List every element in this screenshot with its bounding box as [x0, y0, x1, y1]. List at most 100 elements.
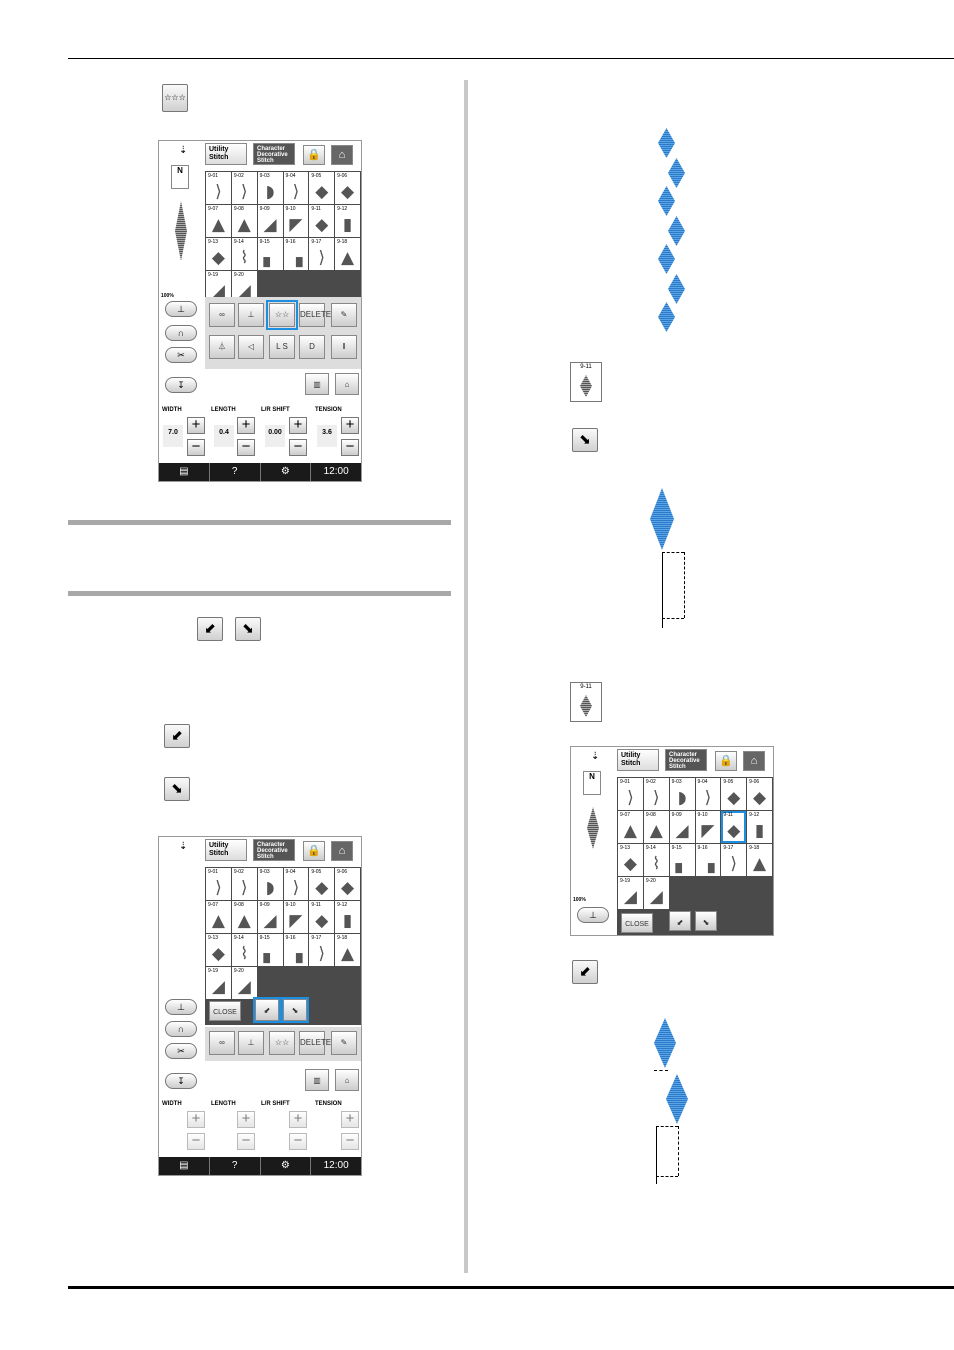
pattern-cell[interactable]: 9-15▖ — [257, 934, 283, 966]
delete-button[interactable]: DELETE — [299, 303, 331, 327]
lr-shift-minus-button[interactable]: − — [289, 439, 307, 456]
pattern-cell[interactable]: 9-01⟩ — [206, 172, 231, 204]
density-button[interactable]: D — [299, 335, 325, 359]
arrow-down-right-button[interactable]: ⬊ — [281, 997, 309, 1023]
pattern-cell[interactable]: 9-17⟩ — [309, 934, 335, 966]
arrow-down-right-button[interactable]: ⬊ — [572, 428, 598, 452]
needle-button[interactable]: ↧ — [165, 377, 197, 393]
pattern-cell[interactable]: 9-12▮ — [335, 205, 360, 237]
pattern-cell[interactable]: 9-08▲ — [643, 811, 669, 843]
pattern-cell[interactable]: 9-02⟩ — [643, 778, 669, 810]
pattern-cell[interactable]: 9-03◗ — [257, 868, 283, 900]
pattern-cell[interactable]: 9-06◆ — [335, 172, 360, 204]
pattern-cell[interactable]: 9-05◆ — [309, 868, 335, 900]
help-icon[interactable]: ? — [208, 463, 260, 481]
arrow-down-right-button[interactable]: ⬊ — [235, 617, 261, 641]
pattern-cell[interactable]: 9-09◢ — [257, 901, 283, 933]
pattern-cell[interactable]: 9-07▲ — [206, 205, 231, 237]
pattern-cell[interactable]: 9-19◢ — [618, 877, 643, 909]
pattern-cell[interactable]: 9-10◤ — [695, 811, 721, 843]
pattern-cell[interactable]: 9-16▗ — [695, 844, 721, 876]
tension-plus-button[interactable]: + — [341, 417, 359, 434]
pattern-cell[interactable]: 9-07▲ — [618, 811, 643, 843]
pattern-cell[interactable]: 9-20◢ — [643, 877, 669, 909]
pattern-cell[interactable]: 9-15▖ — [257, 238, 283, 270]
pattern-cell[interactable]: 9-06◆ — [335, 868, 360, 900]
mirror-button[interactable]: ∞ — [209, 1031, 235, 1055]
manual-icon[interactable]: ▤ — [179, 1160, 189, 1171]
pattern-cell[interactable]: 9-17⟩ — [309, 238, 335, 270]
settings-icon[interactable]: ⚙ — [259, 463, 311, 481]
arrow-down-left-button[interactable]: ⬋ — [253, 997, 281, 1023]
presser-foot-button[interactable]: ⊥ — [165, 301, 197, 317]
pattern-cell[interactable]: 9-13◆ — [206, 934, 231, 966]
pattern-cell[interactable]: 9-12▮ — [335, 901, 360, 933]
home-button[interactable]: ⌂ — [331, 841, 353, 861]
pattern-cell[interactable]: 9-09◢ — [257, 205, 283, 237]
pattern-repeat-button[interactable]: ☆☆ — [269, 1031, 295, 1055]
pattern-cell[interactable]: 9-02⟩ — [231, 172, 257, 204]
pattern-cell[interactable]: 9-12▮ — [747, 811, 772, 843]
pattern-cell[interactable]: 9-16▗ — [283, 934, 309, 966]
mirror-button[interactable]: ∞ — [209, 303, 235, 327]
length-minus-button[interactable]: − — [237, 439, 255, 456]
memory-button[interactable]: ▥ — [305, 1069, 329, 1091]
pocket-button[interactable]: ⌂ — [335, 1069, 359, 1091]
pattern-cell[interactable]: 9-14⌇ — [231, 238, 257, 270]
delete-button[interactable]: DELETE — [299, 1031, 331, 1055]
pattern-cell[interactable]: 9-14⌇ — [643, 844, 669, 876]
pattern-cell[interactable]: 9-10◤ — [283, 205, 309, 237]
flip-horizontal-button[interactable]: ◁ — [238, 335, 264, 359]
presser-foot-button[interactable]: ⊥ — [577, 907, 609, 923]
settings-icon[interactable]: ⚙ — [259, 1157, 311, 1175]
lock-button[interactable]: 🔒 — [715, 751, 737, 771]
width-minus-button[interactable]: − — [187, 439, 205, 456]
memory-button[interactable]: ▥ — [305, 373, 329, 395]
flip-vertical-button[interactable]: ⏃ — [209, 335, 235, 359]
tension-minus-button[interactable]: − — [341, 439, 359, 456]
close-button[interactable]: CLOSE — [621, 913, 653, 933]
arrow-down-left-button[interactable]: ⬋ — [572, 960, 598, 984]
lock-button[interactable]: 🔒 — [303, 145, 325, 165]
pattern-cell[interactable]: 9-20◢ — [231, 967, 257, 999]
pattern-cell[interactable]: 9-04⟩ — [283, 868, 309, 900]
arrow-down-right-button[interactable]: ⬊ — [695, 911, 717, 931]
elongation-button[interactable]: ⊥ — [238, 1031, 264, 1055]
pattern-cell[interactable]: 9-07▲ — [206, 901, 231, 933]
arrow-down-left-button[interactable]: ⬋ — [164, 724, 190, 748]
lock-button[interactable]: 🔒 — [303, 841, 325, 861]
tab-utility-stitch[interactable]: Utility Stitch — [205, 143, 247, 165]
pattern-cell[interactable]: 9-14⌇ — [231, 934, 257, 966]
edit-pen-button[interactable]: ✎ — [331, 303, 357, 327]
pattern-cell[interactable]: 9-16▗ — [283, 238, 309, 270]
pattern-cell[interactable]: 9-09◢ — [669, 811, 695, 843]
pattern-cell[interactable]: 9-03◗ — [669, 778, 695, 810]
pattern-cell[interactable]: 9-11◆ — [309, 901, 335, 933]
pattern-cell[interactable]: 9-19◢ — [206, 967, 231, 999]
pattern-cell[interactable]: 9-04⟩ — [695, 778, 721, 810]
edit-pen-button[interactable]: ✎ — [331, 1031, 357, 1055]
width-plus-button[interactable]: + — [187, 417, 205, 434]
pattern-repeat-button[interactable]: ☆☆ — [266, 300, 298, 330]
pattern-cell[interactable]: 9-06◆ — [747, 778, 772, 810]
twin-needle-button[interactable]: ‖ — [331, 335, 357, 359]
tab-utility-stitch[interactable]: Utility Stitch — [205, 839, 247, 861]
tab-character-decorative-stitch[interactable]: Character Decorative Stitch — [253, 143, 295, 165]
pattern-cell[interactable]: 9-18▲ — [335, 934, 360, 966]
tab-utility-stitch[interactable]: Utility Stitch — [617, 749, 659, 771]
pattern-cell[interactable]: 9-03◗ — [257, 172, 283, 204]
pattern-cell[interactable]: 9-01⟩ — [618, 778, 643, 810]
close-button[interactable]: CLOSE — [209, 1001, 241, 1021]
lr-shift-plus-button[interactable]: + — [289, 417, 307, 434]
pattern-cell[interactable]: 9-13◆ — [618, 844, 643, 876]
pattern-cell[interactable]: 9-02⟩ — [231, 868, 257, 900]
threader-button[interactable]: ∩ — [165, 1021, 197, 1037]
scissors-button[interactable]: ✂ — [165, 1043, 197, 1059]
elongation-button[interactable]: ⊥ — [238, 303, 264, 327]
scissors-button[interactable]: ✂ — [165, 347, 197, 363]
home-button[interactable]: ⌂ — [331, 145, 353, 165]
help-icon[interactable]: ? — [208, 1157, 260, 1175]
arrow-down-right-button[interactable]: ⬊ — [164, 777, 190, 801]
pocket-button[interactable]: ⌂ — [335, 373, 359, 395]
presser-foot-button[interactable]: ⊥ — [165, 999, 197, 1015]
